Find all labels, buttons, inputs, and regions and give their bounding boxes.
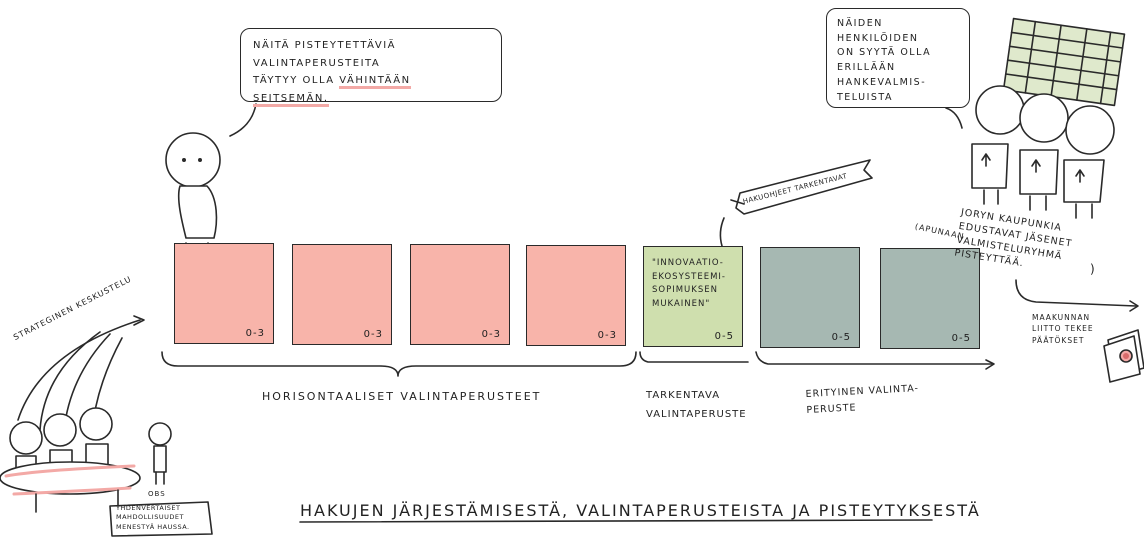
obs-label: OBS [148, 490, 166, 498]
bubble-emphasis: SEITSEMÄN. [253, 92, 329, 107]
score-range: 0-3 [245, 328, 265, 339]
discussion-group-figures [0, 407, 172, 513]
equal-chances-box [109, 501, 213, 537]
specifying-box-text: "INNOVAATIO- EKOSYSTEEMI- SOPIMUKSEN MUK… [652, 258, 726, 309]
equal-chances-label: YHDENVERTAISET MAHDOLLISUUDET MENESTYÄ H… [116, 504, 190, 531]
special-criteria-label: ERITYINEN VALINTA- PERUSTE [805, 383, 920, 417]
score-range: 0-5 [714, 331, 734, 342]
criteria-box-horizontal-2: 0-3 [292, 244, 392, 345]
score-range: 0-3 [597, 330, 617, 341]
bubble-emphasis: VÄHINTÄÄN [339, 75, 411, 89]
bubble-line: NÄITÄ PISTEYTETTÄVIÄ VALINTAPERUSTEITA [253, 40, 397, 69]
criteria-box-special-2: 0-5 [880, 248, 980, 349]
speech-bubble-min-criteria: NÄITÄ PISTEYTETTÄVIÄ VALINTAPERUSTEITA T… [240, 28, 502, 107]
special-arrow [755, 351, 993, 365]
bubble-line: SEITSEMÄN. [253, 90, 489, 108]
score-range: 0-5 [951, 333, 971, 344]
spreadsheet-icon [1002, 17, 1126, 107]
horizontal-brace [161, 351, 637, 377]
criteria-box-specifying: "INNOVAATIO- EKOSYSTEEMI- SOPIMUKSEN MUK… [643, 246, 743, 347]
title-underline [299, 519, 933, 523]
closing-paren: ) [1090, 262, 1096, 276]
score-range: 0-3 [363, 329, 383, 340]
criteria-box-horizontal-4: 0-3 [526, 245, 626, 346]
score-range: 0-3 [481, 329, 501, 340]
jury-people-figures [971, 85, 1115, 219]
criteria-box-special-1: 0-5 [760, 247, 860, 348]
criteria-box-horizontal-3: 0-3 [410, 244, 510, 345]
decision-papers-icon [1103, 329, 1144, 383]
council-arrow [1015, 279, 1139, 312]
council-label: MAAKUNNAN LIITTO TEKEE PÄÄTÖKSET [1032, 313, 1094, 345]
sitting-person-figure [165, 132, 221, 261]
bubble-line: TÄYTYY OLLA VÄHINTÄÄN [253, 72, 489, 90]
strategic-discussion-lines [17, 315, 145, 433]
speech-bubble-persons: NÄIDEN HENKILÖIDEN ON SYYTÄ OLLA ERILLÄÄ… [826, 8, 970, 108]
page-title: HAKUJEN JÄRJESTÄMISESTÄ, VALINTAPERUSTEI… [300, 501, 981, 520]
specifying-criteria-label: TARKENTAVA VALINTAPERUSTE [646, 390, 747, 420]
bubble-tail-right [945, 107, 963, 129]
bubble-tail-left [229, 103, 257, 137]
score-range: 0-5 [831, 332, 851, 343]
bubble-text: TÄYTYY OLLA [253, 75, 340, 86]
criteria-box-horizontal-1: 0-3 [174, 243, 274, 344]
specifying-bracket [639, 351, 749, 363]
guidance-ribbon [719, 159, 873, 247]
horizontal-criteria-label: HORISONTAALISET VALINTAPERUSTEET [262, 390, 542, 403]
